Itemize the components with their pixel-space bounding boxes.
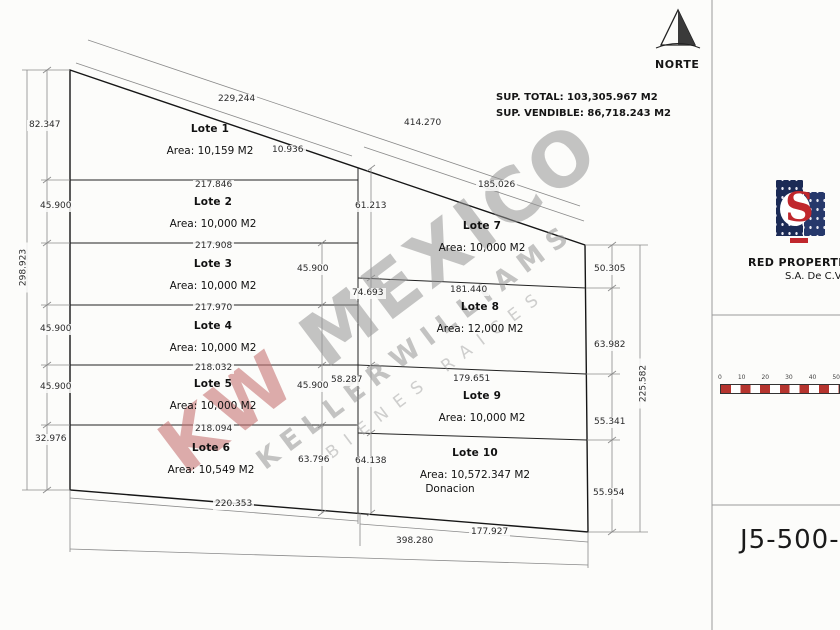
lote-3: Lote 3 Area: 10,000 M2 [148,258,278,292]
dim-label: 218.032 [193,363,235,374]
title-block-dividers [711,0,840,630]
lot-area: Area: 10,549 M2 [167,464,255,476]
lot-area: Area: 12,000 M2 [436,323,524,335]
lot-name: Lote 10 [452,447,498,459]
dim-label: 177.927 [469,527,511,538]
company-suffix: S.A. De C.V. [785,271,840,282]
lot-area: Area: 10,000 M2 [169,400,257,412]
dim-label: 55.954 [591,488,627,499]
dim-label: 45.900 [295,264,331,275]
scale-tick-label: 40 [808,374,817,381]
logo-letter: S [785,184,814,231]
lot-name: Lote 4 [193,320,233,332]
dim-label: 63.982 [592,340,628,351]
lote-1: Lote 1 Area: 10,159 M2 [145,123,275,157]
lot-name: Lote 7 [462,220,502,232]
dim-label: 229,244 [216,94,258,105]
lot-area: Area: 10,159 M2 [166,145,254,157]
lot-name: Lote 6 [191,442,231,454]
logo-disc [780,192,810,226]
logo-base-mark [790,238,808,243]
lot-area: Area: 10,000 M2 [438,242,526,254]
dim-label: 217.846 [193,180,235,191]
dim-label: 55.341 [592,417,628,428]
dim-label: 63.796 [296,455,332,466]
dim-label: 74.693 [350,288,386,299]
lote-5: Lote 5 Area: 10,000 M2 [148,378,278,412]
dim-label: 64.138 [353,456,389,467]
dim-label: 179.651 [451,374,493,385]
lot-name: Lote 5 [193,378,233,390]
dim-label: 50.305 [592,264,628,275]
north-label: NORTE [655,58,700,71]
dim-label: 217.970 [193,303,235,314]
company-name: RED PROPERTIES [748,256,840,269]
summary-total: SUP. TOTAL: 103,305.967 M2 [496,92,658,103]
dim-label: 10.936 [270,145,306,156]
dim-label: 217.908 [193,241,235,252]
dim-label: 45.900 [295,381,331,392]
lot-name: Lote 3 [193,258,233,270]
dim-label: 61.213 [353,201,389,212]
dim-label: 82.347 [27,120,63,131]
lot-name: Lote 2 [193,196,233,208]
lote-8: Lote 8 Area: 12,000 M2 [415,301,545,335]
lot-area: Area: 10,000 M2 [169,280,257,292]
north-arrow-icon [655,8,701,49]
red-properties-logo: S [768,180,832,250]
dim-label: 298.923 [18,242,30,293]
lot-name: Lote 8 [460,301,500,313]
dim-label: 185.026 [476,180,518,191]
lot-name: Lote 1 [190,123,230,135]
dim-label: 220.353 [213,499,255,510]
dim-label: 58.287 [329,375,365,386]
sheet-number: J5-500-01 [740,525,840,555]
scale-tick-label: 20 [761,374,770,381]
scale-tick-label: 0 [718,374,722,381]
lote-9: Lote 9 Area: 10,000 M2 [417,390,547,424]
dim-label: 32.976 [33,434,69,445]
lot-area: Area: 10,000 M2 [169,218,257,230]
scale-tick-label: 50 [832,374,840,381]
dimension-lines [22,39,648,568]
lot-area: Area: 10,000 M2 [438,412,526,424]
scale-bar-labels: 0 10 20 30 40 50 [718,374,840,381]
dim-label: 225.582 [638,358,650,409]
dim-label: 45.900 [38,382,74,393]
scale-tick-label: 30 [785,374,793,381]
dim-label: 181.440 [448,285,490,296]
lote-2: Lote 2 Area: 10,000 M2 [148,196,278,230]
dim-label: 45.900 [38,324,74,335]
dim-label: 414.270 [402,118,444,129]
lot-area: Area: 10,000 M2 [169,342,257,354]
lot-area: Area: 10,572.347 M2 [419,469,531,481]
graphic-scale-bar [720,384,840,394]
lote-6: Lote 6 Area: 10,549 M2 [146,442,276,476]
scale-tick-label: 10 [737,374,746,381]
lot-note: Donacion [425,483,475,495]
lote-4: Lote 4 Area: 10,000 M2 [148,320,278,354]
lote-10: Lote 10 Area: 10,572.347 M2 Donacion [400,447,550,495]
lot-name: Lote 9 [462,390,502,402]
dim-label: 218.094 [193,424,235,435]
dim-label: 398.280 [394,536,436,547]
lote-7: Lote 7 Area: 10,000 M2 [417,220,547,254]
dim-label: 45.900 [38,201,74,212]
area-summary: SUP. TOTAL: 103,305.967 M2 SUP. VENDIBLE… [496,90,671,122]
summary-vendible: SUP. VENDIBLE: 86,718.243 M2 [496,108,672,119]
